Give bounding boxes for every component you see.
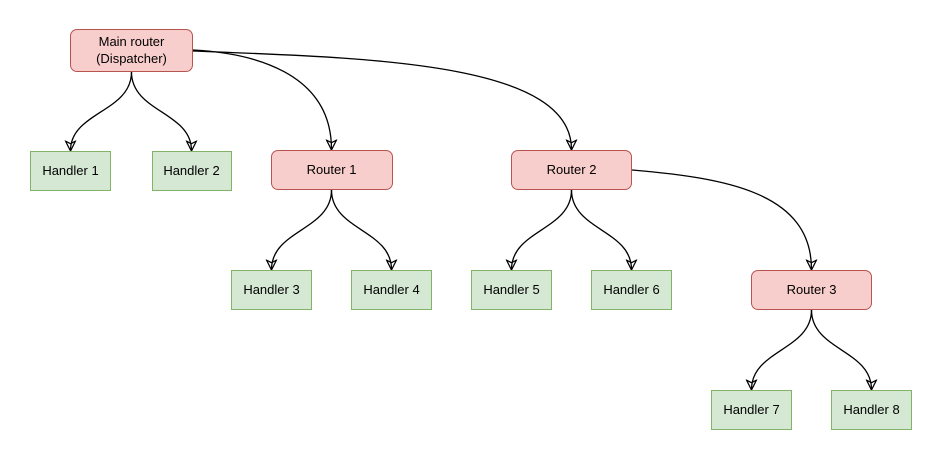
node-handler-2-label: Handler 2 (163, 162, 220, 178)
edge-main-router-to-router-2[interactable] (192, 50, 572, 150)
edge-router-1-to-handler-4[interactable] (330, 189, 392, 270)
node-handler-4-label: Handler 4 (363, 281, 420, 297)
node-handler-1-label: Handler 1 (42, 162, 99, 178)
edge-main-router-to-router-1[interactable] (192, 49, 332, 150)
node-router-1-label: Router 1 (306, 161, 357, 177)
edge-router-3-to-handler-8[interactable] (810, 309, 872, 390)
node-router-1[interactable]: Router 1 (270, 150, 393, 190)
node-handler-2[interactable]: Handler 2 (151, 151, 232, 191)
edge-router-3-to-handler-7[interactable] (752, 309, 813, 390)
node-main-router[interactable]: Main router (Dispatcher) (70, 29, 193, 72)
edge-router-2-to-handler-6[interactable] (570, 189, 632, 270)
edge-router-2-to-router-3[interactable] (631, 169, 812, 270)
node-handler-3[interactable]: Handler 3 (231, 270, 312, 310)
node-handler-8[interactable]: Handler 8 (831, 390, 912, 430)
node-handler-5-label: Handler 5 (483, 281, 540, 297)
node-handler-1[interactable]: Handler 1 (30, 151, 111, 191)
node-handler-3-label: Handler 3 (243, 281, 300, 297)
node-handler-7[interactable]: Handler 7 (711, 390, 792, 430)
node-router-3[interactable]: Router 3 (751, 270, 872, 310)
node-handler-4[interactable]: Handler 4 (351, 270, 432, 310)
edge-main-router-to-handler-2[interactable] (130, 71, 192, 151)
node-router-2-label: Router 2 (546, 161, 597, 177)
edge-main-router-to-handler-1[interactable] (71, 71, 133, 151)
node-router-2[interactable]: Router 2 (511, 150, 632, 190)
node-main-router-label: Main router (Dispatcher) (96, 34, 167, 66)
node-handler-5[interactable]: Handler 5 (471, 270, 552, 310)
node-handler-7-label: Handler 7 (723, 401, 780, 417)
node-handler-6[interactable]: Handler 6 (591, 270, 672, 310)
edge-router-2-to-handler-5[interactable] (512, 189, 573, 270)
node-handler-8-label: Handler 8 (843, 401, 900, 417)
node-handler-6-label: Handler 6 (603, 281, 660, 297)
edge-router-1-to-handler-3[interactable] (272, 189, 333, 270)
node-router-3-label: Router 3 (786, 281, 837, 297)
